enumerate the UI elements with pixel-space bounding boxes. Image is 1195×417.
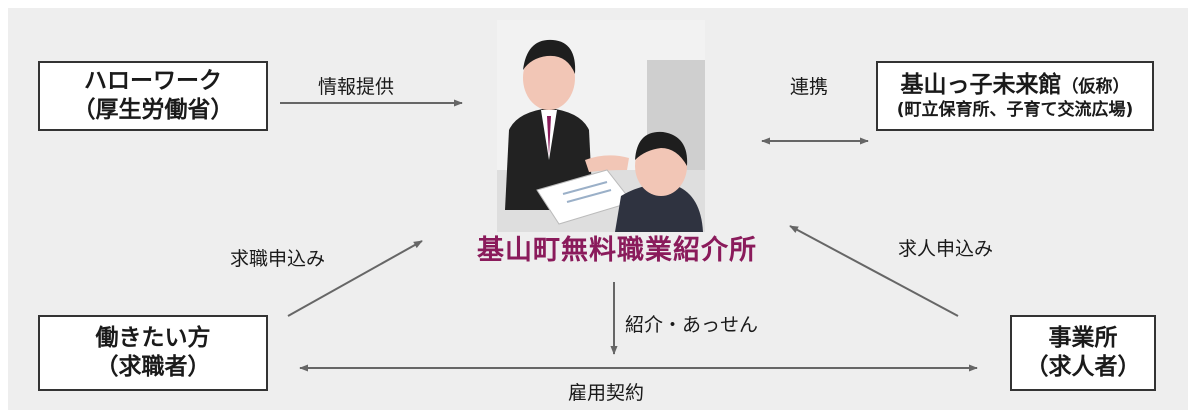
edge-label-employer-apply: 求人申込み	[898, 238, 994, 260]
node-job-seeker-line1: 働きたい方	[95, 325, 211, 352]
node-job-seeker-line2: （求職者）	[95, 354, 211, 380]
edge-label-coop: 連携	[790, 76, 829, 98]
node-employer-line1: 事業所	[1048, 325, 1118, 352]
edge-label-referral: 紹介・あっせん	[625, 314, 759, 336]
node-hellowork: ハローワーク （厚生労働省）	[38, 61, 268, 131]
node-hellowork-line1: ハローワーク	[84, 68, 222, 95]
edge-label-contract: 雇用契約	[568, 382, 645, 404]
node-job-seeker: 働きたい方 （求職者）	[38, 315, 268, 391]
arrow-employer-apply	[789, 225, 959, 317]
node-kiyama-line1-suffix: （仮称）	[1061, 77, 1130, 97]
edge-label-seeker-apply: 求職申込み	[230, 248, 326, 270]
arrow-seeker-apply	[287, 240, 423, 317]
office-title: 基山町無料職業紹介所	[477, 235, 757, 266]
consultation-illustration-icon	[497, 20, 705, 232]
node-employer: 事業所 （求人者）	[1010, 315, 1156, 391]
node-hellowork-line2: （厚生労働省）	[72, 97, 234, 123]
edge-label-info: 情報提供	[318, 76, 395, 98]
node-kiyama-line1: 基山っ子未来館	[900, 72, 1062, 98]
node-kiyama-line2: (町立保育所、子育て交流広場)	[896, 99, 1134, 120]
node-employer-line2: （求人者）	[1025, 354, 1141, 380]
node-kiyama-center: 基山っ子未来館（仮称） (町立保育所、子育て交流広場)	[876, 61, 1154, 131]
